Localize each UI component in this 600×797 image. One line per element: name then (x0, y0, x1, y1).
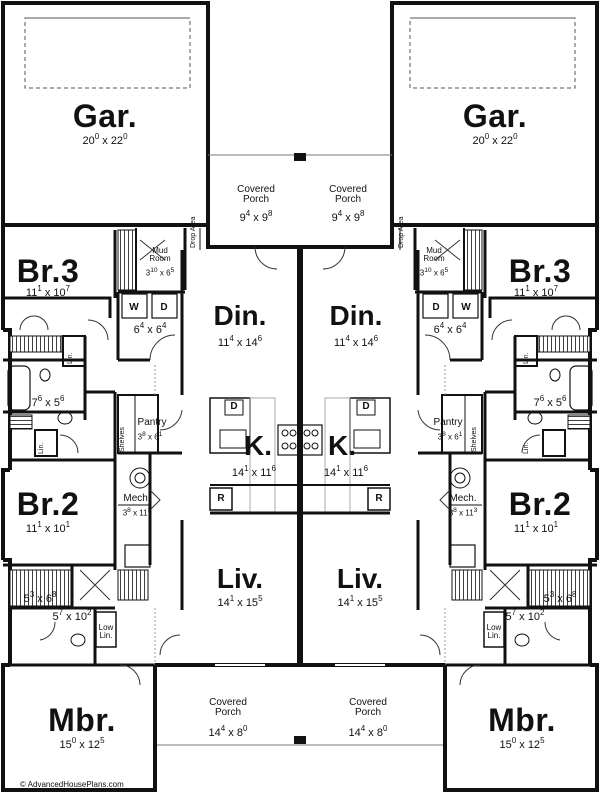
right-low-lin: Low Lin. (486, 623, 502, 640)
right-br2-label: Br.2 (508, 486, 572, 522)
left-master-bath-dims: 57 x 102 (52, 608, 92, 623)
right-fridge: R (375, 493, 383, 504)
right-garage-label: Gar. (462, 98, 528, 134)
left-porch-top-dims: 94 x 98 (239, 209, 273, 224)
left-garage-dims: 200 x 220 (82, 132, 128, 147)
left-mech-dims: 38 x 113 (122, 507, 152, 518)
left-br2-label: Br.2 (16, 486, 80, 522)
right-washer: D (432, 302, 440, 313)
right-br3-label: Br.3 (508, 253, 572, 289)
right-mud-room-dims: 310 x 65 (419, 267, 449, 278)
left-living-label: Liv. (216, 563, 264, 594)
left-kitchen-dims: 141 x 116 (231, 464, 277, 479)
right-living-label: Liv. (336, 563, 384, 594)
right-living-dims: 141 x 155 (337, 594, 383, 609)
right-dishwasher: D (362, 401, 370, 412)
right-pantry-dims: 38 x 61 (437, 431, 463, 442)
right-kitchen-dims: 141 x 116 (323, 464, 369, 479)
left-living-dims: 141 x 155 (217, 594, 263, 609)
right-pantry-label: Pantry (433, 417, 463, 428)
right-mbr-dims: 150 x 125 (499, 736, 545, 751)
left-pantry-dims: 38 x 61 (137, 431, 163, 442)
right-laundry-dims: 64 x 64 (433, 321, 467, 336)
left-wic-dims: 53 x 68 (23, 590, 57, 605)
left-mech-label: Mech. (123, 493, 151, 504)
right-wic-dims: 53 x 68 (543, 590, 577, 605)
left-garage-label: Gar. (72, 98, 138, 134)
left-porch-bottom-dims: 144 x 80 (208, 724, 248, 739)
right-mech-label: Mech. (449, 493, 477, 504)
left-washer: W (129, 302, 139, 313)
left-br3-dims: 111 x 107 (25, 284, 71, 299)
left-bath1-dims: 76 x 56 (31, 394, 65, 409)
right-drop-area: Drop Area (398, 216, 405, 248)
left-drop-area: Drop Area (190, 216, 197, 248)
right-porch-bottom-dims: 144 x 80 (348, 724, 388, 739)
left-mbr-dims: 150 x 125 (59, 736, 105, 751)
left-mbr-label: Mbr. (48, 702, 116, 738)
right-bath1-dims: 76 x 56 (533, 394, 567, 409)
right-lin1: Lin. (523, 352, 530, 364)
left-br2-dims: 111 x 101 (25, 520, 71, 535)
left-pantry-label: Pantry (137, 417, 167, 428)
left-fridge: R (217, 493, 225, 504)
right-master-bath-dims: 57 x 102 (505, 608, 545, 623)
right-dining-dims: 114 x 146 (333, 334, 379, 349)
left-mud-room-dims: 310 x 65 (145, 267, 175, 278)
copyright-notice: © AdvancedHousePlans.com (20, 780, 124, 789)
right-porch-top-dims: 94 x 98 (331, 209, 365, 224)
left-lin1: Lin. (67, 352, 74, 364)
right-mbr-label: Mbr. (488, 702, 556, 738)
left-laundry-dims: 64 x 64 (133, 321, 167, 336)
left-br3-label: Br.3 (16, 253, 80, 289)
left-dishwasher: D (230, 401, 238, 412)
right-garage-dims: 200 x 220 (472, 132, 518, 147)
right-lin2: Lin. (523, 442, 530, 454)
right-kitchen-label: K. (328, 430, 356, 461)
left-shelves: Shelves (119, 427, 126, 452)
left-low-lin: Low Lin. (98, 623, 114, 640)
right-shelves: Shelves (471, 427, 478, 452)
left-dining-label: Din. (213, 300, 267, 331)
left-dryer: D (160, 302, 168, 313)
left-kitchen-label: K. (244, 430, 272, 461)
right-dryer: W (461, 302, 471, 313)
left-dining-dims: 114 x 146 (217, 334, 263, 349)
right-mech-dims: 38 x 113 (448, 507, 478, 518)
right-br3-dims: 111 x 107 (513, 284, 559, 299)
right-br2-dims: 111 x 101 (513, 520, 559, 535)
right-dining-label: Din. (329, 300, 383, 331)
left-lin2: Lin. (38, 442, 45, 454)
